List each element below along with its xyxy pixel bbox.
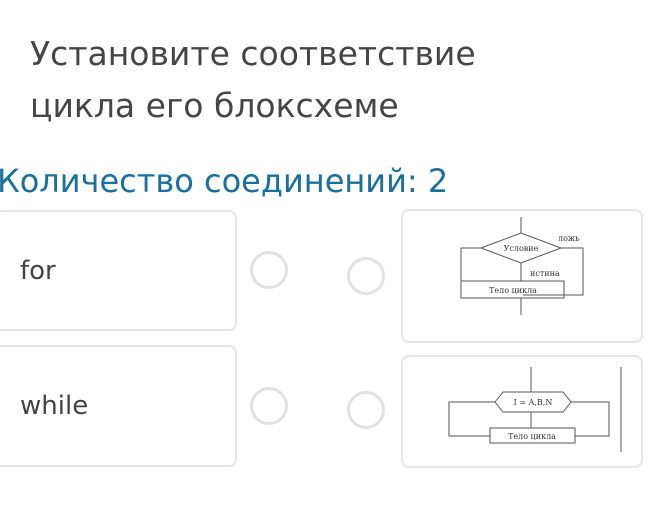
left-connector-for[interactable] — [250, 251, 288, 289]
left-connector-while[interactable] — [250, 387, 288, 425]
left-item-for[interactable]: for — [0, 210, 237, 331]
right-connector-1[interactable] — [347, 257, 385, 295]
false-label: ложь — [558, 234, 580, 243]
body-label: Тело цикла — [489, 286, 537, 295]
connections-count: Количество соединений: 2 — [0, 162, 449, 200]
loop-header-label: I = A,B,N — [514, 398, 553, 407]
body-label: Тело цикла — [508, 432, 556, 441]
condition-label: Условие — [504, 244, 539, 253]
item-label: for — [20, 256, 56, 286]
right-connector-2[interactable] — [347, 391, 385, 429]
true-label: истина — [530, 269, 560, 278]
for-flowchart: I = A,B,N Тело цикла — [448, 367, 622, 452]
item-label: while — [20, 391, 89, 421]
left-item-while[interactable]: while — [0, 345, 237, 467]
right-item-while-flowchart[interactable]: Условие ложь истина Тело цикла — [401, 209, 643, 343]
right-item-for-flowchart[interactable]: I = A,B,N Тело цикла — [401, 355, 643, 468]
while-flowchart: Условие ложь истина Тело цикла — [460, 217, 584, 315]
question-title: Установите соответствие цикла его блоксх… — [30, 34, 476, 125]
